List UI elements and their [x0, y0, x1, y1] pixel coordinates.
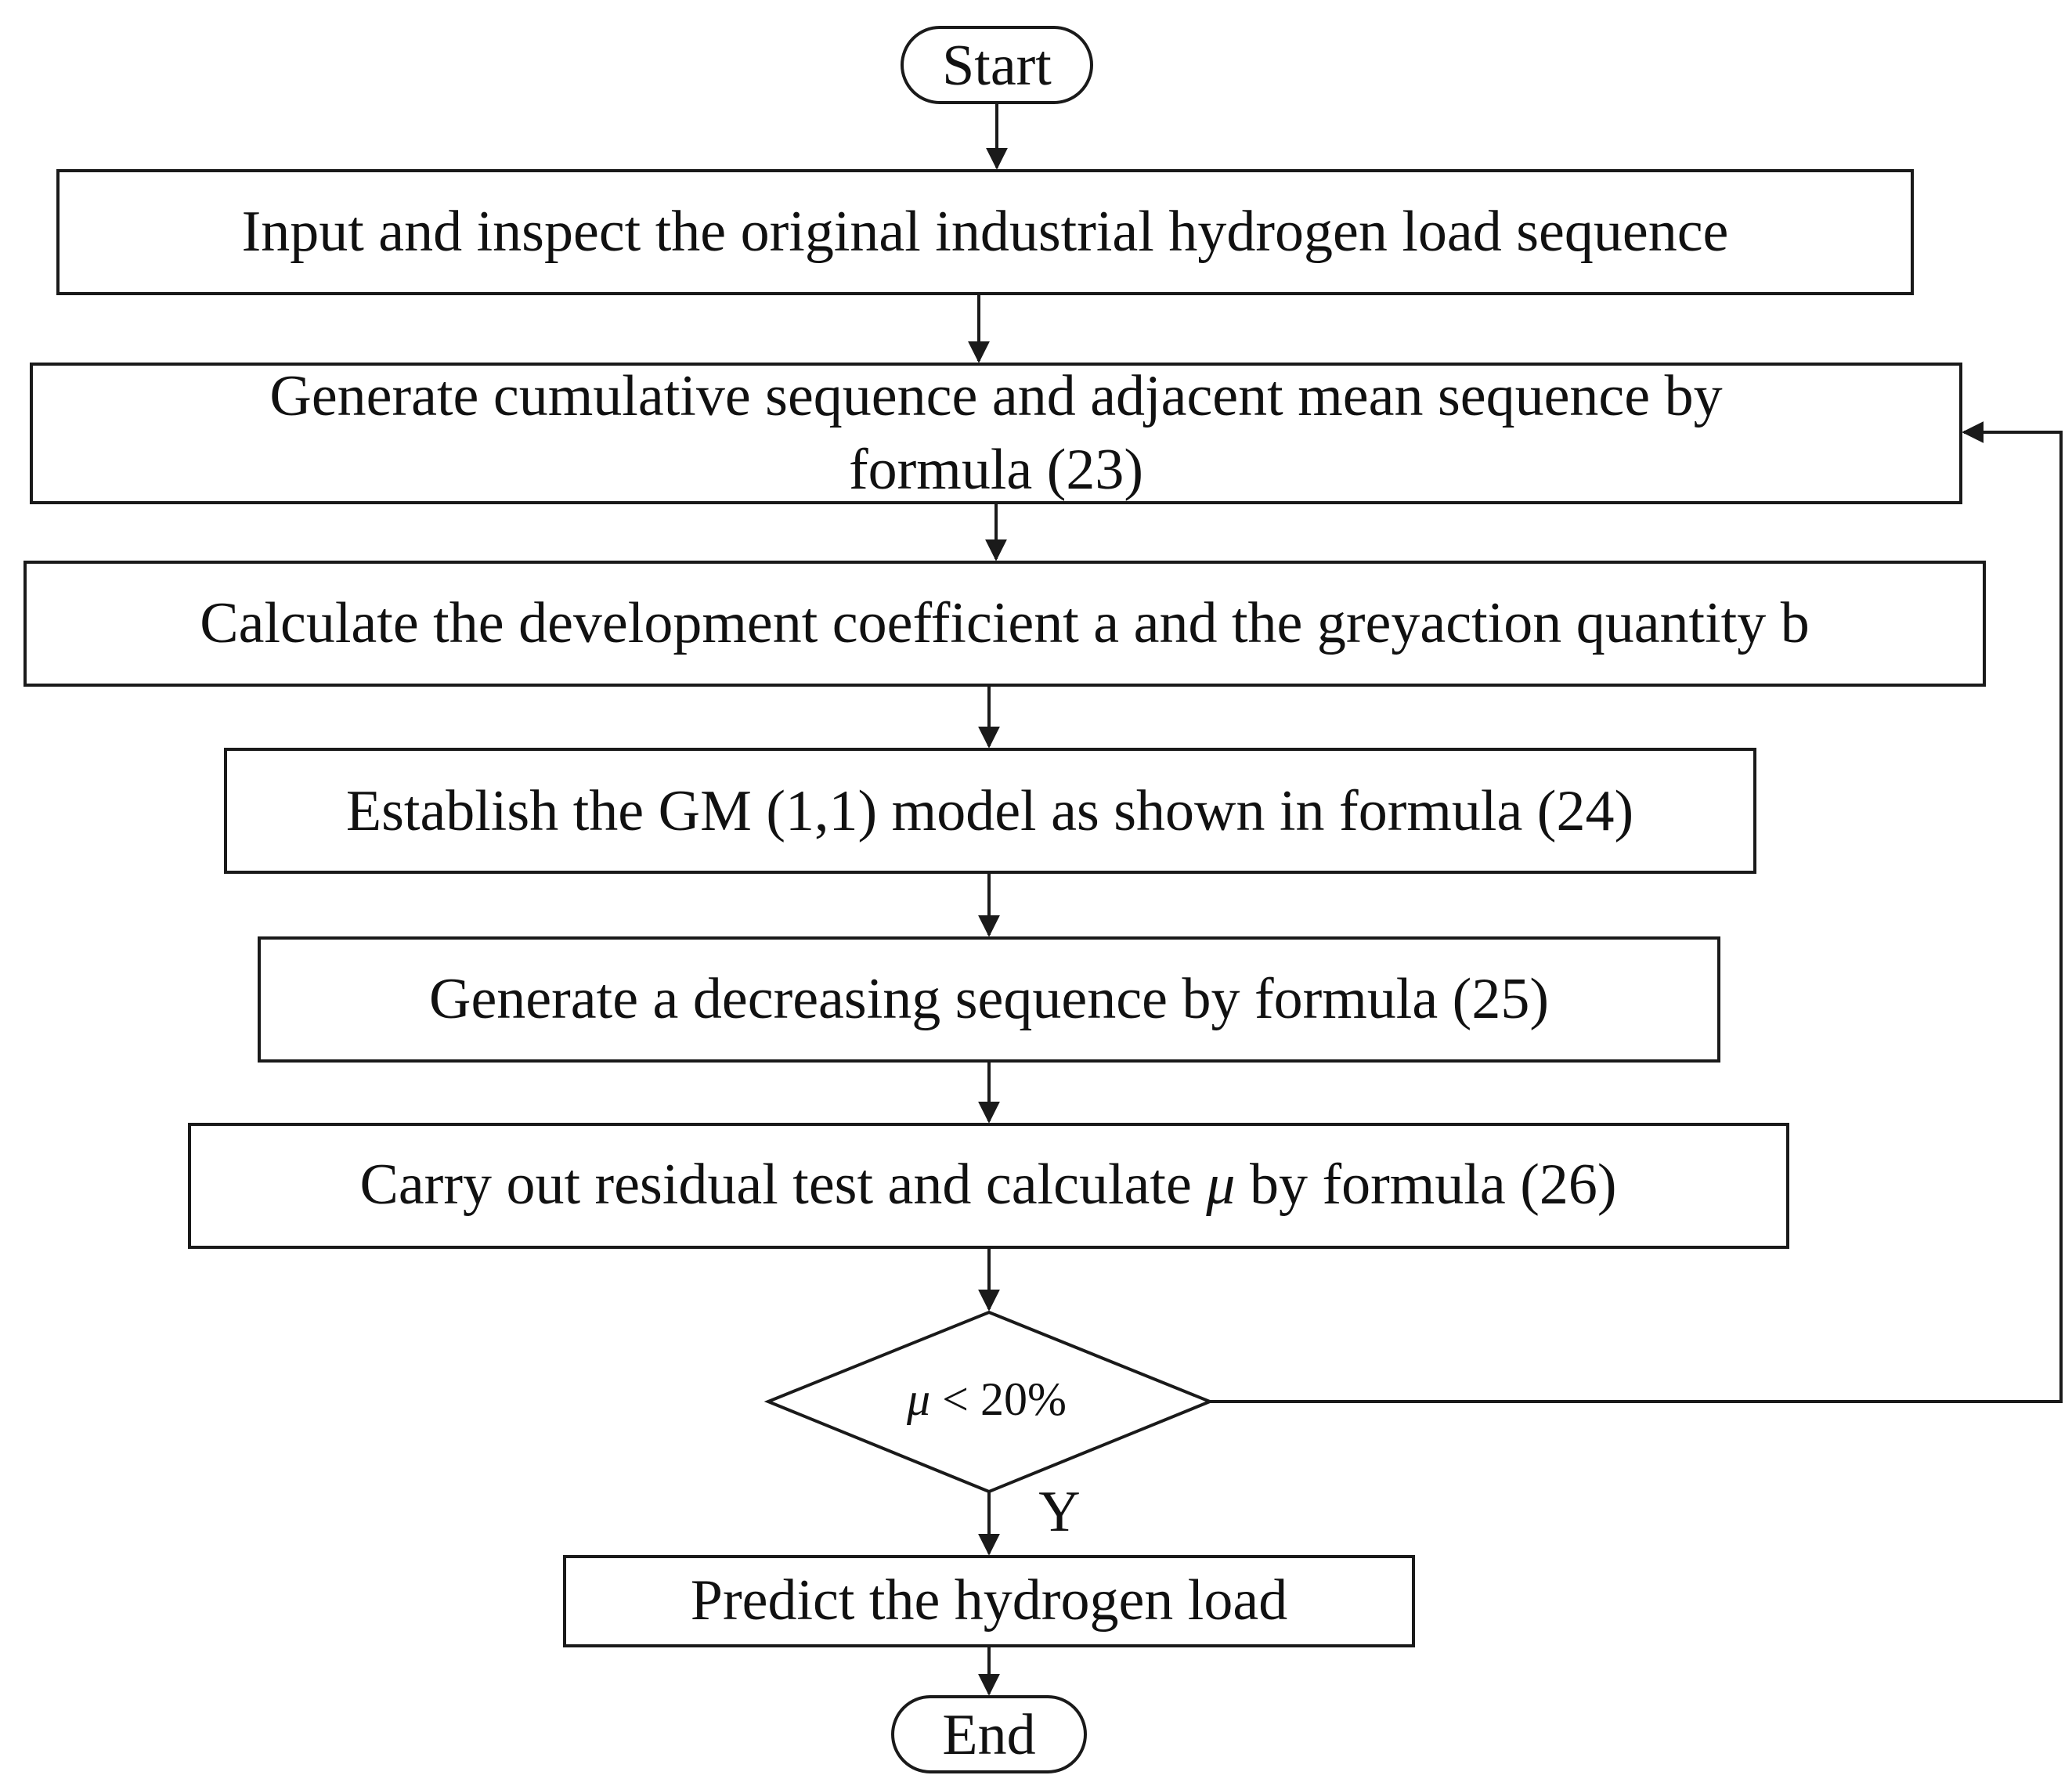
- step-residual-test-label: Carry out residual test and calculate μ …: [359, 1153, 1616, 1217]
- step-residual-test: Carry out residual test and calculate μ …: [188, 1123, 1789, 1249]
- step-generate-cumulative: Generate cumulative sequence and adjacen…: [30, 363, 1962, 504]
- step-generate-cumulative-label-line1: Generate cumulative sequence and adjacen…: [269, 364, 1722, 428]
- end-label: End: [942, 1703, 1035, 1767]
- step-calculate-coefficients: Calculate the development coefficient a …: [23, 561, 1986, 687]
- step-input-sequence: Input and inspect the original industria…: [56, 169, 1914, 295]
- mu-symbol: μ: [1205, 1153, 1235, 1217]
- arrow-decision-feedback-loop: [1210, 421, 2063, 1403]
- decision-mu-threshold: μ < 20%: [763, 1310, 1215, 1494]
- start-label: Start: [942, 34, 1052, 98]
- step-predict-load-label: Predict the hydrogen load: [691, 1568, 1287, 1633]
- decision-mu-symbol: μ: [906, 1373, 930, 1425]
- step-decreasing-sequence-label: Generate a decreasing sequence by formul…: [429, 967, 1549, 1031]
- step-establish-model: Establish the GM (1,1) model as shown in…: [224, 748, 1756, 874]
- step-calculate-coefficients-label: Calculate the development coefficient a …: [200, 591, 1809, 655]
- step-predict-load: Predict the hydrogen load: [563, 1555, 1415, 1647]
- step-decreasing-sequence: Generate a decreasing sequence by formul…: [258, 936, 1720, 1063]
- step-generate-cumulative-label-line2: formula (23): [849, 438, 1143, 502]
- decision-label: μ < 20%: [906, 1373, 1067, 1425]
- end-node: End: [891, 1695, 1087, 1773]
- step-establish-model-label: Establish the GM (1,1) model as shown in…: [346, 779, 1633, 843]
- start-node: Start: [901, 26, 1093, 104]
- step-input-sequence-label: Input and inspect the original industria…: [242, 200, 1729, 264]
- yes-branch-label: Y: [1038, 1480, 1080, 1544]
